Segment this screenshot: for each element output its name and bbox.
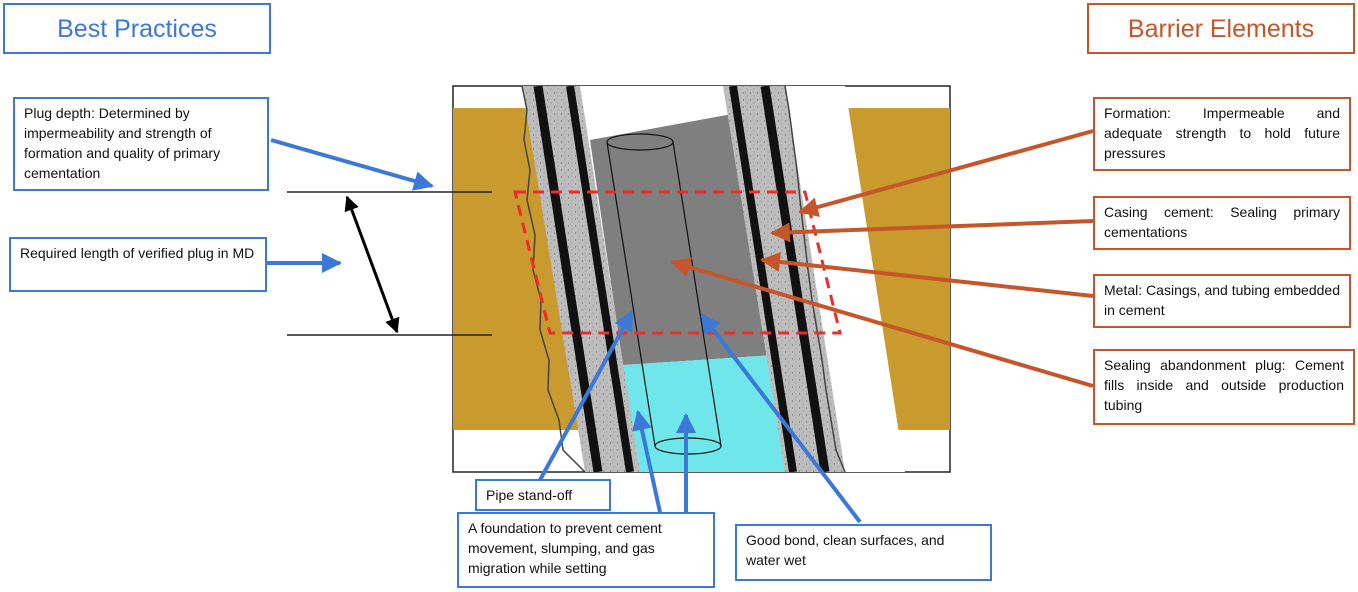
- plug-length-note: Required length of verified plug in MD: [9, 237, 267, 292]
- formation-barrier-note: Formation: Impermeable and adequate stre…: [1093, 97, 1351, 171]
- plug-interval-outline: [513, 190, 842, 335]
- barrier-element-arrows: [670, 129, 1094, 388]
- metal-barrier-note: Metal: Casings, and tubing embedded in c…: [1093, 274, 1351, 328]
- good-bond-note: Good bond, clean surfaces, and water wet: [735, 524, 992, 581]
- pipe-standoff-note: Pipe stand-off: [475, 479, 611, 511]
- abandonment-plug-barrier-note: Sealing abandonment plug: Cement fills i…: [1093, 349, 1355, 425]
- barrier-elements-header: Barrier Elements: [1087, 3, 1355, 54]
- best-practice-arrows: [266, 138, 862, 524]
- plug-length-arrow: [344, 195, 400, 334]
- plug-depth-note: Plug depth: Determined by impermeability…: [13, 97, 269, 191]
- best-practices-header: Best Practices: [3, 3, 271, 54]
- casing-cement-barrier-note: Casing cement: Sealing primary cementati…: [1093, 196, 1351, 250]
- foundation-note: A foundation to prevent cement movement,…: [457, 512, 715, 588]
